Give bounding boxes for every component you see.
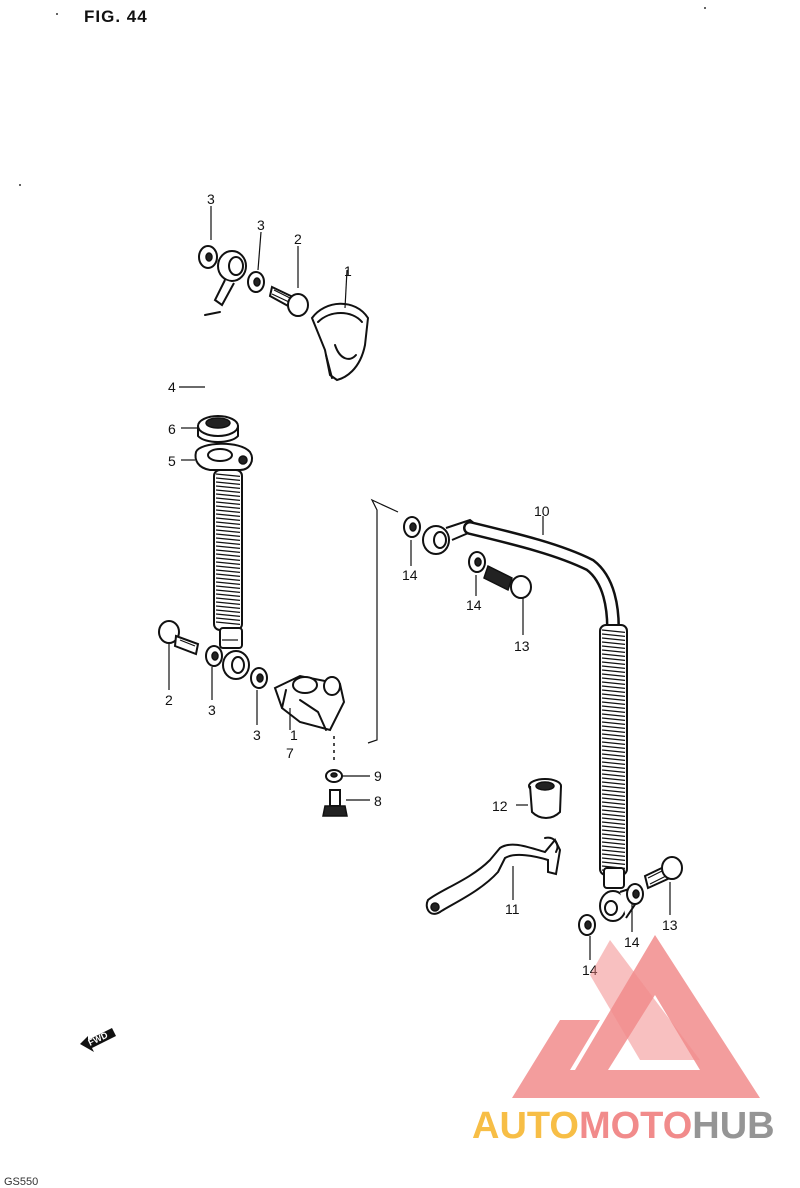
callout-5: 5 [168,453,176,469]
brake-hose-part-4-upper [203,305,222,423]
grommet-part-12 [528,778,562,819]
watermark-brand-text: AUTOMOTOHUB [472,1105,775,1147]
washer-part-14-lower-right [626,883,644,905]
callout-14: 14 [402,567,418,583]
washer-part-14-upper [468,551,486,573]
callout-4: 4 [168,379,176,395]
callout-3: 3 [207,191,215,207]
callout-1: 1 [290,727,298,743]
hose-ferrule-lower-left [219,627,243,649]
brand-part-auto: AUTO [472,1105,579,1147]
bolt-part-8 [322,789,348,817]
banjo-fitting-top [213,250,247,307]
callout-11: 11 [505,901,520,917]
braided-hose-section-left [213,469,243,631]
union-bolt-part-2-upper [268,285,309,317]
union-bolt-part-2-lower [158,620,200,656]
braided-hose-section-right [599,624,628,876]
callout-1: 1 [344,263,352,279]
scan-speck [56,13,58,15]
washer-part-3-upper [247,271,265,293]
forward-direction-arrow: FWD [80,1028,116,1052]
scan-speck [704,7,706,9]
callout-14: 14 [624,934,640,950]
callout-7: 7 [286,745,294,761]
hose-bracket-part-11 [425,836,562,915]
callout-12: 12 [492,798,508,814]
washer-part-14-top [403,516,421,538]
banjo-fitting-lower-left [222,650,250,680]
callout-14: 14 [582,962,598,978]
callout-3: 3 [257,217,265,233]
figure-title: FIG. 44 [84,7,148,26]
callout-13: 13 [514,638,530,654]
hose-ferrule-lower-right [603,867,625,889]
callout-8: 8 [374,793,382,809]
washer-part-3-lower [205,645,223,667]
automotohub-watermark: AUTOMOTOHUB [472,935,775,1147]
callout-3: 3 [208,702,216,718]
scan-speck [19,184,21,186]
drawing-code: GS550 [4,1176,38,1188]
hose-clamp-part-5 [194,442,253,471]
callout-10: 10 [534,503,550,519]
callout-labels: 3 3 2 1 4 6 5 10 14 14 13 2 3 3 1 7 9 8 … [165,191,678,978]
callout-6: 6 [168,421,176,437]
grommet-part-6 [197,415,239,443]
callout-2: 2 [165,692,173,708]
connection-bracket-line [367,498,399,744]
union-bolt-part-13-upper [483,564,532,599]
watermark-triangle-logo [512,935,760,1098]
callout-9: 9 [374,768,382,784]
callout-13: 13 [662,917,678,933]
brand-part-hub: HUB [692,1105,774,1147]
washer-part-14-lower-left [578,914,596,936]
left-brake-hose-assembly [158,245,399,817]
right-brake-hose-assembly [403,516,683,936]
brake-joint-part-7 [273,674,346,732]
cover-part-1 [310,302,370,382]
callout-3: 3 [253,727,261,743]
washer-part-9 [325,769,343,783]
washer-part-3-top [198,245,218,269]
union-bolt-part-13-lower [643,856,683,890]
callout-2: 2 [294,231,302,247]
washer-part-3-lower-right [250,667,268,689]
brake-hose-part-10 [463,521,620,635]
brand-part-moto: MOTO [579,1105,692,1147]
callout-14: 14 [466,597,482,613]
